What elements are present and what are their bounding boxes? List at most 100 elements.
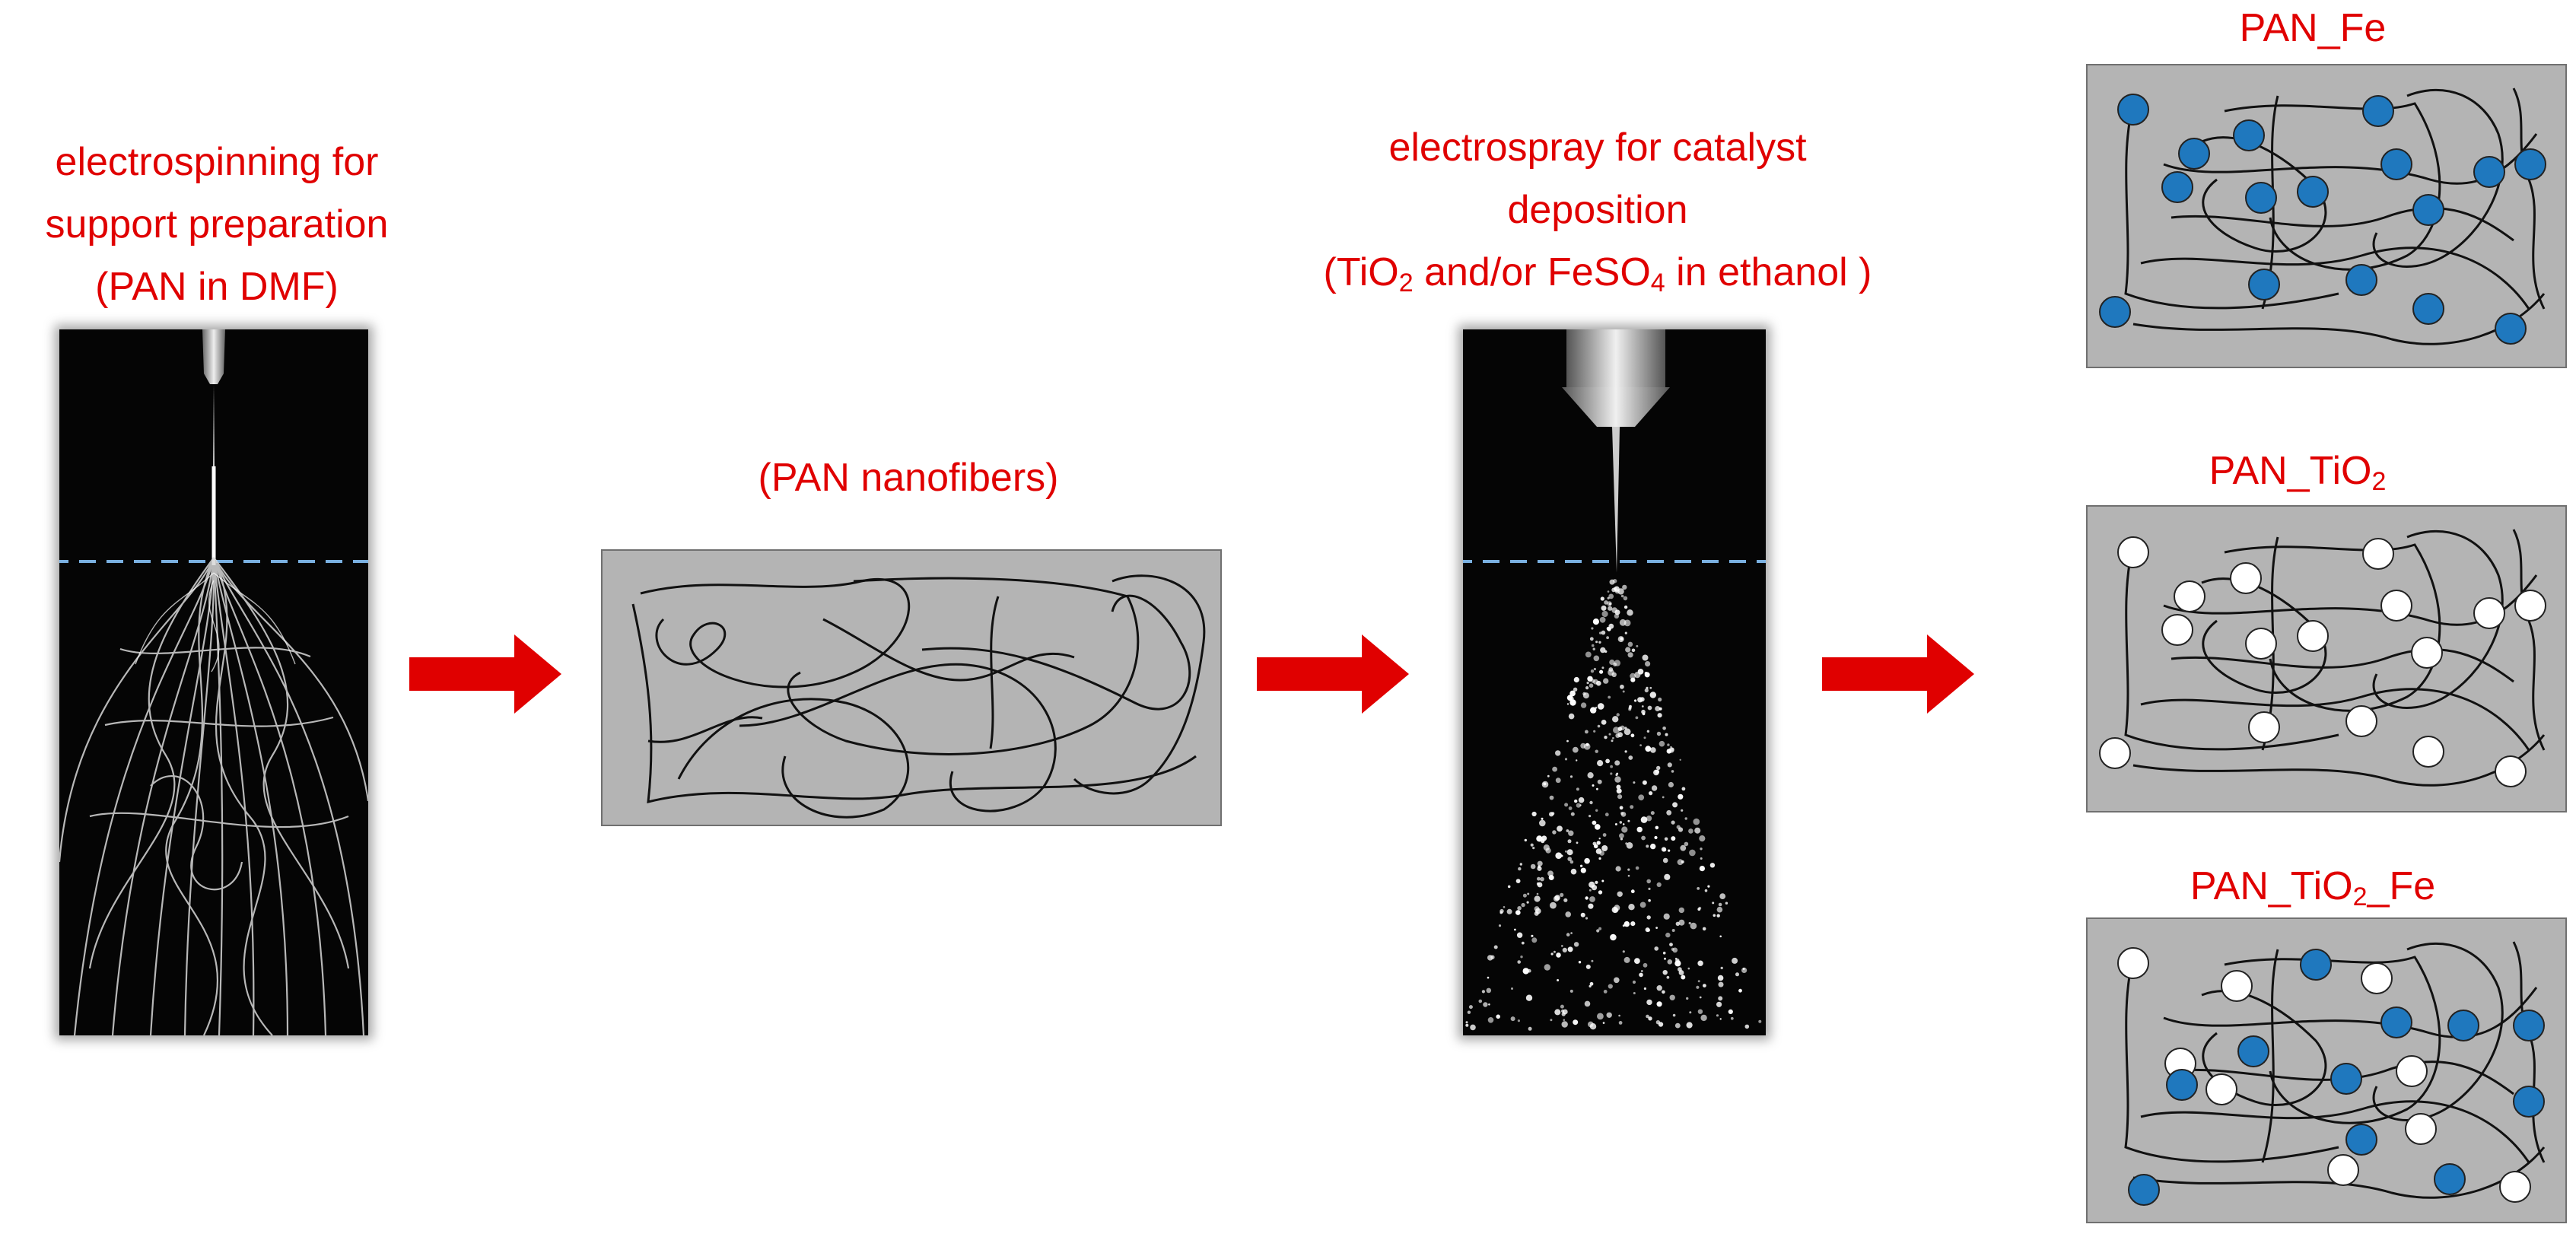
spray-droplet <box>1656 1001 1662 1007</box>
spray-droplet <box>1555 750 1561 756</box>
spray-droplet <box>1699 835 1706 842</box>
spray-droplet <box>1623 596 1628 601</box>
spray-droplet <box>1639 744 1642 746</box>
spray-droplet <box>1595 824 1601 830</box>
spray-droplet <box>1611 672 1617 677</box>
spray-droplet <box>1639 972 1643 978</box>
electrospray-label: electrospray for catalyst deposition (Ti… <box>1255 116 1940 304</box>
spray-droplet <box>1601 845 1608 851</box>
electrospray-label-line3: (TiO2 and/or FeSO4 in ethanol ) <box>1323 250 1872 297</box>
spray-droplet <box>1689 849 1696 857</box>
spray-droplet <box>1580 912 1585 917</box>
spray-droplet <box>1557 979 1560 981</box>
spray-droplet <box>1635 716 1639 720</box>
fiber-strand <box>2512 529 2546 751</box>
tio2-particle <box>2495 755 2527 787</box>
spray-droplet <box>1620 637 1624 641</box>
spray-droplet <box>1573 676 1579 683</box>
spray-droplet <box>1582 692 1589 699</box>
spray-droplet <box>1589 889 1592 892</box>
spray-nozzle-icon <box>1562 387 1670 427</box>
pan-tio2-fe-panel <box>2086 917 2567 1223</box>
spray-droplet <box>1627 609 1633 616</box>
spray-droplet <box>1515 879 1521 883</box>
spray-droplet <box>1561 1009 1565 1013</box>
spray-droplet <box>1598 927 1602 930</box>
spray-droplet <box>1593 655 1600 662</box>
spray-droplet <box>1626 842 1633 849</box>
spray-droplet <box>1643 736 1646 739</box>
spray-droplet <box>1549 795 1554 800</box>
spray-droplet <box>1478 999 1483 1003</box>
spray-droplet <box>1620 684 1624 689</box>
spray-droplet <box>1541 835 1547 841</box>
spray-droplet <box>1560 892 1564 897</box>
fe-particle <box>2248 269 2280 301</box>
spray-droplet <box>1551 812 1555 816</box>
fe-particle <box>2495 313 2527 345</box>
electrospinning-label-line2: support preparation <box>45 202 389 246</box>
spray-droplet <box>1589 881 1595 888</box>
spray-droplet <box>1624 631 1627 634</box>
spray-droplet <box>1627 874 1630 877</box>
spray-droplet <box>1536 835 1543 842</box>
fiber-strand <box>2132 293 2546 345</box>
fiber-strand <box>2372 529 2504 709</box>
spray-droplet <box>1614 589 1620 594</box>
spray-droplet <box>1716 906 1723 913</box>
tio2-particle <box>2514 590 2546 622</box>
spray-droplet <box>1569 690 1576 697</box>
spray-droplet <box>1465 1023 1469 1027</box>
fiber-strand <box>2124 956 2339 1163</box>
tio2-particle <box>2411 637 2443 669</box>
spray-droplet <box>1614 823 1617 825</box>
spray-droplet <box>1630 889 1635 894</box>
spray-droplet <box>1680 844 1687 851</box>
spray-droplet <box>1547 774 1550 777</box>
spray-droplet <box>1589 637 1594 641</box>
spray-droplet <box>1567 946 1573 952</box>
spray-droplet <box>1552 766 1557 772</box>
spray-droplet <box>1514 928 1516 931</box>
spray-droplet <box>1598 641 1601 644</box>
arrow-2-icon <box>1257 634 1409 714</box>
spray-droplet <box>1470 1024 1476 1031</box>
spray-droplet <box>1569 989 1573 993</box>
spray-droplet <box>1718 981 1724 987</box>
spray-droplet <box>1518 867 1522 871</box>
spray-droplet <box>1602 1022 1605 1024</box>
fe-particle <box>2233 119 2265 151</box>
spray-droplet <box>1671 836 1676 841</box>
fe-particle <box>2362 95 2394 127</box>
spray-droplet <box>1630 673 1636 679</box>
spray-droplet <box>1674 1022 1681 1029</box>
spray-droplet <box>1603 990 1608 994</box>
spray-droplet <box>1637 697 1643 703</box>
spray-droplet <box>1578 961 1582 964</box>
tio2-particle <box>2230 562 2262 594</box>
spray-droplet <box>1585 917 1589 920</box>
spray-droplet <box>1555 777 1561 784</box>
spray-droplet <box>1611 587 1617 593</box>
spray-droplet <box>1522 968 1529 975</box>
spray-droplet <box>1528 1026 1532 1031</box>
spray-droplet <box>1703 984 1706 987</box>
spray-droplet <box>1597 1013 1604 1020</box>
spray-droplet <box>1707 885 1710 888</box>
fiber-strand <box>2201 136 2327 253</box>
spray-droplet <box>1678 907 1684 914</box>
spray-droplet <box>1524 838 1527 842</box>
pan-fe-label: PAN_Fe <box>2239 6 2387 50</box>
spray-droplet <box>1716 1014 1719 1017</box>
spray-droplet <box>1568 713 1575 720</box>
spray-droplet <box>1718 996 1723 1001</box>
pan-tio2-panel <box>2086 505 2567 812</box>
spray-droplet <box>1608 733 1611 736</box>
spray-droplet <box>1624 727 1627 730</box>
tio2-particle <box>2499 1171 2531 1203</box>
spray-droplet <box>1617 891 1623 897</box>
spray-droplet <box>1716 914 1720 917</box>
spray-droplet <box>1650 747 1656 753</box>
spray-droplet <box>1638 794 1645 801</box>
spray-droplet <box>1613 908 1619 913</box>
